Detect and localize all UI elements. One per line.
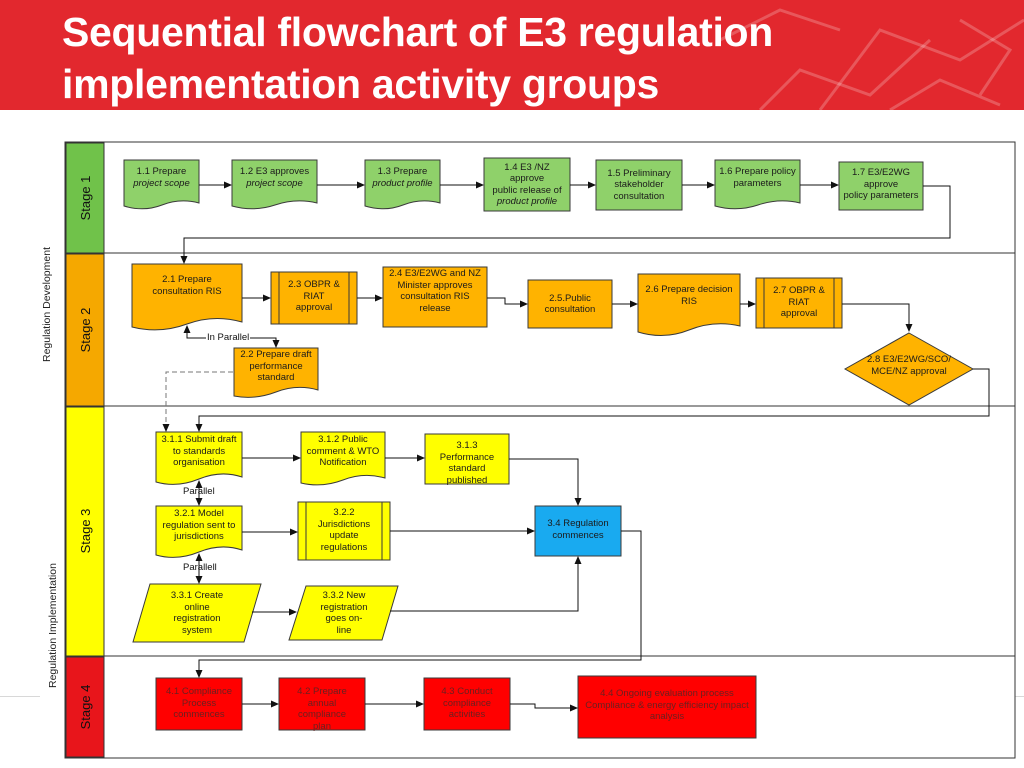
divider-right — [1012, 696, 1024, 697]
node-2-7: 2.7 OBPR & RIAT approval — [773, 285, 825, 319]
stage1-band — [65, 142, 105, 254]
node-1-1-shape — [123, 159, 200, 210]
node-1-7: 1.7 E3/E2WG approve policy parameters — [843, 167, 919, 201]
node-2-2: 2.2 Prepare draft performance standard — [240, 349, 312, 383]
node-2-8: 2.8 E3/E2WG/SCO/ MCE/NZ approval — [867, 354, 951, 377]
node-2-8-shape — [843, 332, 975, 406]
page-title: Sequential flowchart of E3 regulation im… — [62, 9, 774, 107]
node-4-3-shape — [423, 677, 511, 731]
node-1-3-shape — [364, 159, 441, 210]
connector — [487, 297, 528, 308]
parallel-label: Parallel — [183, 486, 215, 497]
node-2-3: 2.3 OBPR & RIAT approval — [288, 279, 340, 313]
connector — [195, 368, 990, 432]
parallell-label: Parallell — [183, 562, 217, 573]
node-1-6: 1.6 Prepare policy parameters — [719, 166, 796, 189]
node-3-1-1: 3.1.1 Submit draft to standards organisa… — [161, 434, 237, 468]
node-1-2-shape — [231, 159, 318, 210]
node-3-1-2-shape — [300, 431, 386, 486]
node-2-1-shape — [131, 263, 243, 331]
node-1-7-shape — [838, 161, 924, 211]
connector — [510, 703, 578, 712]
node-3-4: 3.4 Regulation commences — [547, 518, 609, 541]
node-2-3-shape — [270, 271, 358, 325]
node-3-1-2: 3.1.2 Public comment & WTO Notification — [306, 434, 380, 468]
in-parallel-label: In Parallel — [206, 332, 251, 343]
node-1-5: 1.5 Preliminary stakeholder consultation — [607, 167, 671, 202]
connector — [390, 556, 582, 612]
node-3-2-2: 3.2.2 Jurisdictions update regulations — [317, 507, 371, 553]
connector — [842, 303, 913, 332]
stage3-band — [65, 406, 105, 657]
node-4-3: 4.3 Conduct compliance activities — [441, 686, 493, 720]
node-2-7-shape — [755, 277, 843, 329]
node-3-1-3-shape — [424, 433, 510, 485]
node-3-4-shape — [534, 505, 622, 557]
node-1-6-shape — [714, 159, 801, 210]
dashed-connector — [162, 371, 233, 432]
node-2-6: 2.6 Prepare decision RIS — [645, 284, 733, 307]
stage-3-label: Stage 3 — [77, 508, 93, 554]
node-3-3-2-shape — [288, 585, 399, 641]
node-1-5-shape — [595, 159, 683, 211]
node-4-2: 4.2 Prepare annual compliance plan — [297, 686, 347, 732]
connector — [195, 530, 642, 678]
node-3-3-1-shape — [132, 583, 262, 643]
node-3-3-1: 3.3.1 Create online registration system — [170, 590, 224, 636]
connector — [509, 458, 582, 506]
node-4-4: 4.4 Ongoing evaluation process Complianc… — [585, 688, 749, 722]
stage-2-label: Stage 2 — [77, 307, 93, 353]
node-4-4-shape — [577, 675, 757, 739]
node-3-2-1: 3.2.1 Model regulation sent to jurisdict… — [162, 508, 236, 542]
banner-decoration — [719, 8, 1024, 110]
node-2-1: 2.1 Prepare consultation RIS — [152, 274, 222, 297]
node-1-4-shape — [483, 157, 571, 212]
divider-left — [0, 696, 40, 697]
stage-4-label: Stage 4 — [77, 684, 93, 730]
node-3-1-3: 3.1.3 Performance standard published — [439, 440, 495, 486]
stage2-band — [65, 253, 105, 407]
connector — [180, 185, 951, 264]
node-2-6-shape — [637, 273, 741, 336]
node-2-4-shape — [382, 266, 488, 328]
node-4-2-shape — [278, 677, 366, 731]
stage4-band — [65, 656, 105, 758]
node-2-5: 2.5.Public consultation — [544, 292, 596, 316]
title-banner: Sequential flowchart of E3 regulation im… — [0, 0, 1024, 110]
node-3-2-1-shape — [155, 505, 243, 558]
node-2-5-shape — [527, 279, 613, 329]
node-3-3-2: 3.3.2 New registration goes on- line — [320, 590, 368, 636]
stage-1-label: Stage 1 — [77, 175, 93, 221]
node-2-4: 2.4 E3/E2WG and NZ Minister approves con… — [389, 268, 481, 314]
node-3-1-1-shape — [155, 431, 243, 485]
node-2-2-shape — [233, 347, 319, 398]
node-4-1: 4.1 Compliance Process commences — [165, 686, 232, 720]
